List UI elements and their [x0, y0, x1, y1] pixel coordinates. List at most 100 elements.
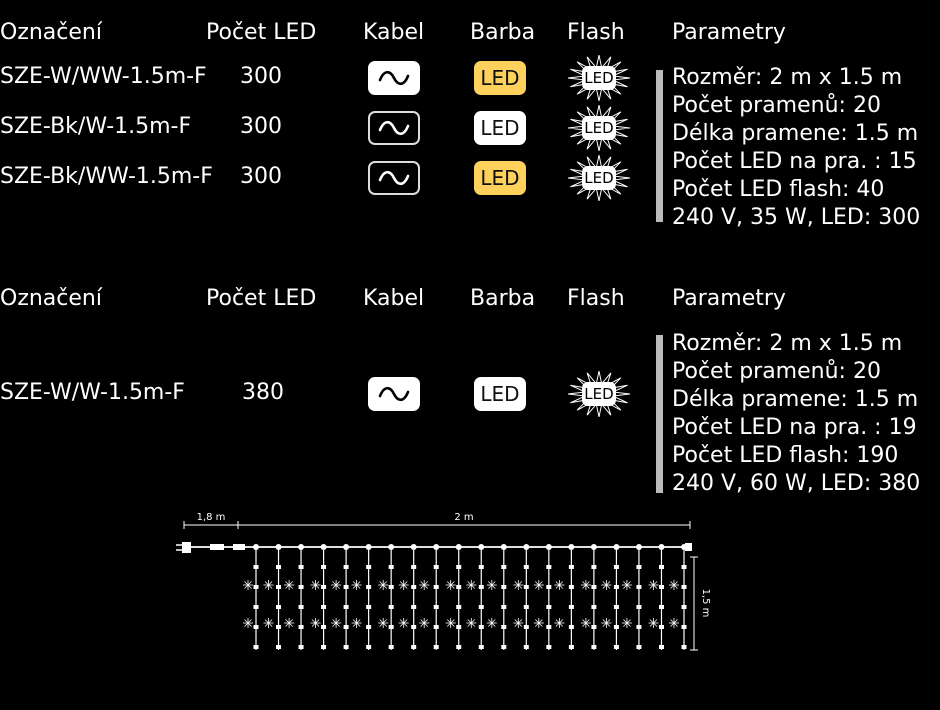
strand-led	[366, 565, 372, 569]
strand-led	[343, 645, 349, 649]
strand-led	[456, 645, 462, 649]
param-line: Počet LED na pra. : 19	[672, 415, 917, 440]
strand-top-led	[433, 544, 440, 550]
color-white-badge: LED	[474, 377, 526, 411]
flash-led-spark	[264, 619, 273, 627]
strand-led	[388, 625, 394, 629]
strand-led	[433, 565, 439, 569]
strand-led	[253, 565, 259, 569]
flash-led-spark	[467, 581, 476, 589]
flash-led-spark	[332, 619, 340, 627]
header-flash: Flash	[567, 20, 625, 45]
flash-led-spark	[488, 619, 496, 627]
strand-top-led	[545, 544, 552, 550]
strand-led	[253, 645, 259, 649]
strand-led	[636, 645, 642, 649]
strand-top-led	[410, 544, 417, 550]
strand-led	[343, 565, 349, 569]
header-designation: Označení	[0, 20, 102, 45]
flash-led-icon: LED	[567, 104, 631, 152]
strand-led	[546, 625, 552, 629]
strand-led	[591, 625, 597, 629]
strand-led	[501, 645, 507, 649]
led-count-value: 380	[242, 380, 284, 405]
header-cable: Kabel	[363, 286, 425, 311]
strand-led	[591, 645, 597, 649]
strand-led	[411, 625, 417, 629]
strand-led	[366, 645, 372, 649]
strand-top-led	[388, 544, 395, 550]
strand-led	[433, 605, 439, 609]
flash-led-spark	[488, 581, 496, 589]
header-led-count: Počet LED	[206, 20, 317, 45]
strand-led	[388, 565, 394, 569]
strand-led	[478, 645, 484, 649]
strand-led	[546, 585, 552, 589]
strand-led	[523, 605, 529, 609]
strand-led	[568, 565, 574, 569]
flash-led-spark	[670, 581, 678, 589]
end-connector	[685, 543, 692, 551]
color-warm-white-badge: LED	[474, 161, 526, 195]
cable-black-icon	[368, 161, 420, 195]
strand-led	[568, 625, 574, 629]
strand-top-led	[635, 544, 642, 550]
strand-led	[591, 565, 597, 569]
strand-top-led	[681, 544, 687, 550]
strand-led	[501, 605, 507, 609]
flash-led-spark	[352, 581, 361, 589]
flash-led-spark	[379, 581, 387, 589]
cable-white-icon	[368, 377, 420, 411]
strand-led	[501, 565, 507, 569]
flash-led-spark	[244, 581, 252, 589]
strand-top-led	[343, 544, 350, 550]
strand-led	[478, 625, 484, 629]
strand-led	[388, 585, 394, 589]
strand-led	[681, 625, 687, 629]
strand-top-led	[658, 544, 665, 550]
strand-led	[613, 565, 619, 569]
strand-led	[253, 625, 259, 629]
led-count-value: 300	[240, 64, 282, 89]
strand-led	[681, 565, 687, 569]
strand-led	[433, 585, 439, 589]
header-designation: Označení	[0, 286, 102, 311]
param-line: Rozměr: 2 m x 1.5 m	[672, 65, 903, 90]
product-code: SZE-Bk/W-1.5m-F	[0, 114, 192, 139]
param-line: Počet LED na pra. : 15	[672, 149, 917, 174]
led-count-value: 300	[240, 114, 282, 139]
strand-led	[276, 605, 282, 609]
strand-top-led	[478, 544, 485, 550]
led-strands	[243, 544, 687, 650]
flash-led-label: LED	[582, 382, 616, 406]
param-line: Počet pramenů: 20	[672, 359, 881, 384]
strand-led	[546, 605, 552, 609]
strand-led	[321, 605, 327, 609]
param-line: 240 V, 35 W, LED: 300	[672, 205, 921, 230]
flash-led-spark	[311, 581, 320, 589]
strand-led	[613, 605, 619, 609]
strand-led	[253, 585, 259, 589]
strand-led	[568, 585, 574, 589]
flash-led-icon: LED	[567, 370, 631, 418]
led-count-value: 300	[240, 164, 282, 189]
plug-icon	[176, 542, 191, 553]
strand-led	[658, 565, 664, 569]
connector-box	[233, 544, 245, 550]
color-warm-white-badge: LED	[474, 61, 526, 95]
flash-led-spark	[332, 581, 340, 589]
strand-led	[343, 585, 349, 589]
flash-led-spark	[352, 619, 361, 627]
flash-led-spark	[535, 581, 543, 589]
strand-led	[343, 625, 349, 629]
flash-led-spark	[649, 581, 658, 589]
flash-led-spark	[311, 619, 320, 627]
strand-led	[523, 565, 529, 569]
strand-led	[411, 565, 417, 569]
flash-led-spark	[602, 619, 611, 627]
strand-led	[658, 625, 664, 629]
strand-led	[501, 585, 507, 589]
strand-led	[298, 585, 304, 589]
strand-led	[343, 605, 349, 609]
strand-led	[456, 605, 462, 609]
